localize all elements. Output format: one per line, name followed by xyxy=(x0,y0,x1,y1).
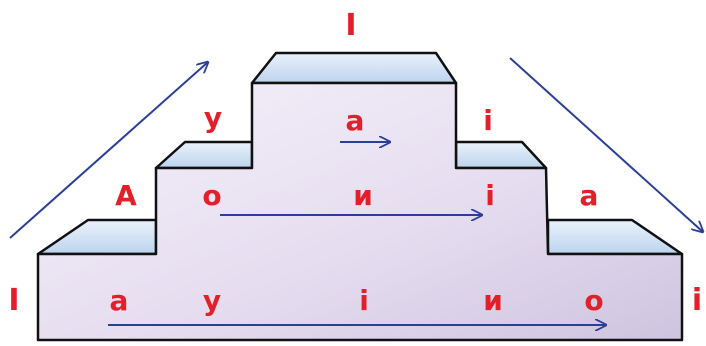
letter-base-1: а xyxy=(110,284,129,317)
letter-tier3-left: у xyxy=(204,101,222,134)
letter-tier3-center: а xyxy=(346,104,365,137)
letter-tier2-left-outer: А xyxy=(115,179,137,212)
letter-tier2-left-inner: о xyxy=(202,179,221,212)
letter-tier2-right-inner: і xyxy=(485,179,495,212)
top-face-step3 xyxy=(250,51,458,85)
top-face-step1-left xyxy=(36,218,158,256)
letter-base-5: о xyxy=(584,284,603,317)
letter-base-4: и xyxy=(483,284,503,317)
letter-base-right-edge: і xyxy=(692,283,702,318)
top-face-step2-left xyxy=(154,140,254,170)
letter-base-3: і xyxy=(359,284,369,317)
top-face-step2-right xyxy=(454,140,548,170)
top-face-step1-right xyxy=(546,218,684,256)
letter-base-2: у xyxy=(203,284,221,317)
letter-tier2-center: и xyxy=(353,179,373,212)
letter-tier2-right-outer: а xyxy=(580,179,599,212)
arrow-falling-right xyxy=(509,57,703,232)
pedestal-front-face xyxy=(36,81,684,342)
letter-base-left-edge: І xyxy=(8,283,19,318)
arrow-rising-left xyxy=(9,62,208,239)
letter-top: І xyxy=(345,8,356,43)
letter-tier3-right: і xyxy=(483,104,493,137)
